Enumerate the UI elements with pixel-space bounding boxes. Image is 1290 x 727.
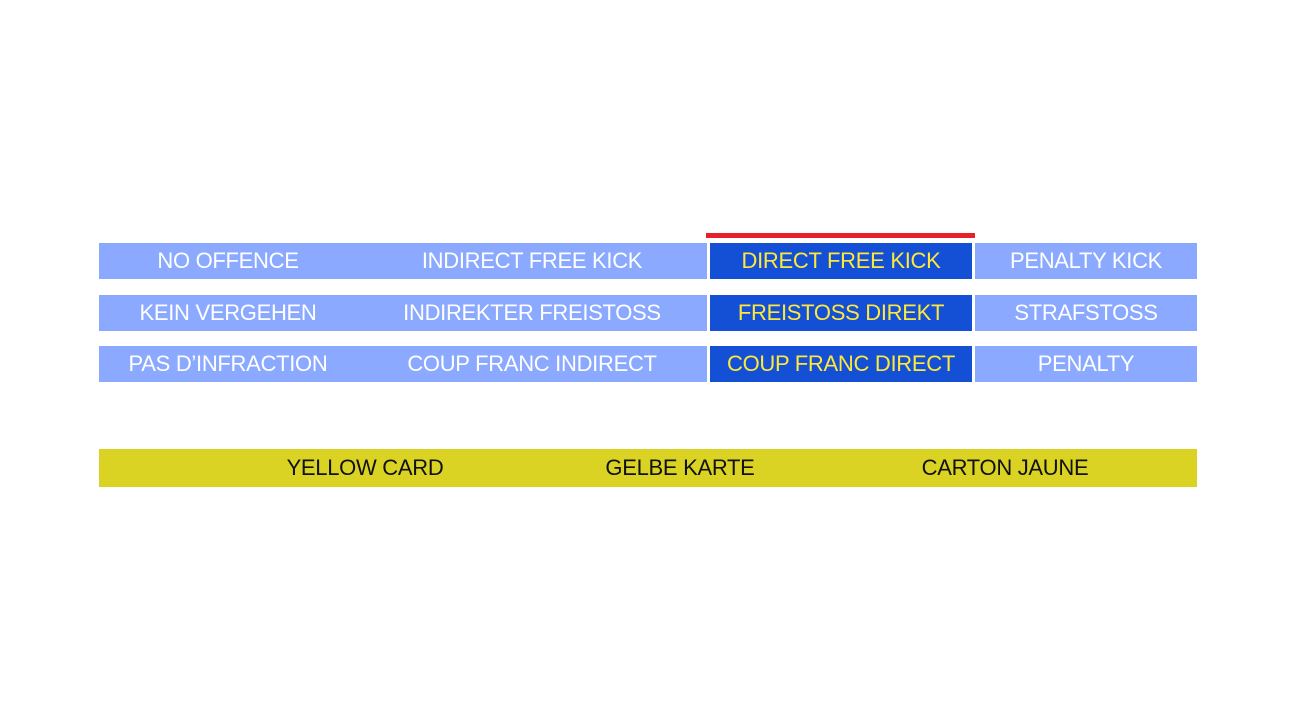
row-french: PAS D’INFRACTION COUP FRANC INDIRECT COU…: [99, 346, 1197, 382]
cell-direct-free-kick: DIRECT FREE KICK: [710, 243, 972, 279]
cell-indirect-free-kick: INDIRECT FREE KICK: [357, 243, 707, 279]
cell-coup-franc-indirect: COUP FRANC INDIRECT: [357, 346, 707, 382]
cell-penalty-kick: PENALTY KICK: [975, 243, 1197, 279]
row-english: NO OFFENCE INDIRECT FREE KICK DIRECT FRE…: [99, 243, 1197, 279]
cell-pas-dinfraction: PAS D’INFRACTION: [99, 346, 357, 382]
cell-coup-franc-direct: COUP FRANC DIRECT: [710, 346, 972, 382]
yellow-card-bar: YELLOW CARD GELBE KARTE CARTON JAUNE: [99, 449, 1197, 487]
card-label-french: CARTON JAUNE: [921, 455, 1089, 480]
highlight-bar: [706, 233, 975, 238]
cell-freistoss-direkt: FREISTOSS DIREKT: [710, 295, 972, 331]
cell-indirekter-freistoss: INDIREKTER FREISTOSS: [357, 295, 707, 331]
card-label-german: GELBE KARTE: [605, 455, 755, 480]
row-german: KEIN VERGEHEN INDIREKTER FREISTOSS FREIS…: [99, 295, 1197, 331]
cell-no-offence: NO OFFENCE: [99, 243, 357, 279]
cell-penalty: PENALTY: [975, 346, 1197, 382]
cell-kein-vergehen: KEIN VERGEHEN: [99, 295, 357, 331]
card-label-english: YELLOW CARD: [286, 455, 444, 480]
cell-strafstoss: STRAFSTOSS: [975, 295, 1197, 331]
